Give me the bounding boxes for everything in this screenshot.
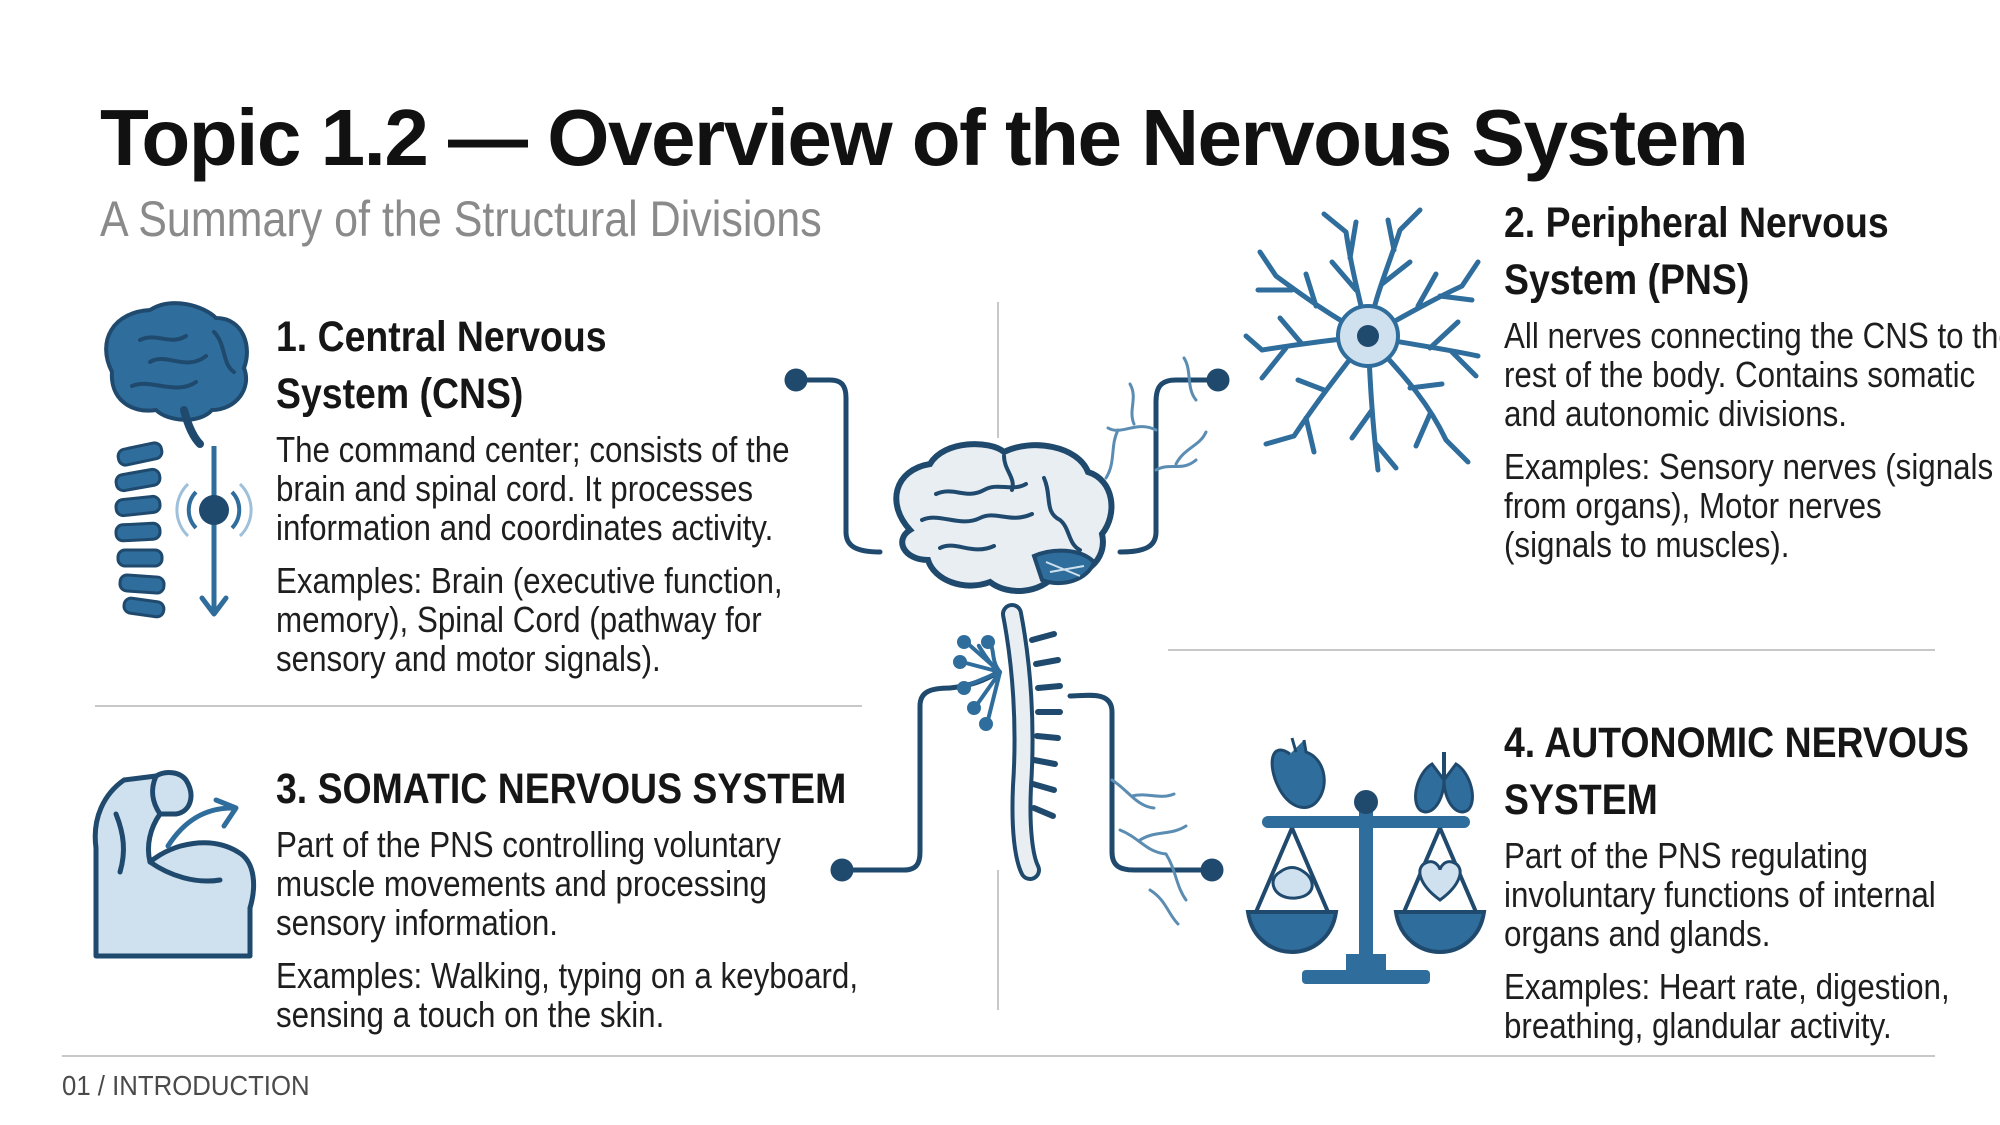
somatic-title: 3. SOMATIC NERVOUS SYSTEM [276,768,945,811]
somatic-nerve-nodes [953,635,995,731]
flexed-arm-icon [92,770,257,959]
section-autonomic: 4. AUTONOMIC NERVOUS SYSTEM Part of the … [1504,722,2000,1046]
autonomic-examples: Examples: Heart rate, digestion, breathi… [1504,967,2000,1045]
autonomic-title-line-2: SYSTEM [1504,776,1658,824]
footer-label: 01 / INTRODUCTION [62,1070,310,1101]
somatic-description: Part of the PNS controlling voluntary mu… [276,825,945,942]
autonomic-example-line-1: Examples: Heart rate, digestion, [1504,966,1950,1007]
autonomic-desc-line-2: involuntary functions of internal [1504,874,1936,915]
pns-examples: Examples: Sensory nerves (signals from o… [1504,447,2000,564]
somatic-example-line-2: sensing a touch on the skin. [276,994,665,1035]
cns-desc-line-3: information and coordinates activity. [276,507,774,548]
pns-title-line-2: System (PNS) [1504,256,1750,304]
connector-pns [1117,377,1221,555]
neuron-icon [1243,207,1481,473]
somatic-examples: Examples: Walking, typing on a keyboard,… [276,956,945,1034]
section-cns: 1. Central Nervous System (CNS) The comm… [276,316,866,679]
cns-title-line-1: 1. Central Nervous [276,313,607,361]
connector-autonomic [1067,692,1215,873]
somatic-desc-line-2: muscle movements and processing [276,863,767,904]
connector-cns [795,377,883,555]
pns-desc-line-1: All nerves connecting the CNS to the [1504,315,2000,356]
somatic-desc-line-1: Part of the PNS controlling voluntary [276,824,781,865]
page-subtitle: A Summary of the Structural Divisions [100,191,822,247]
pns-title: 2. Peripheral Nervous System (PNS) [1504,202,2000,302]
brain-spine-icon [104,301,253,619]
cns-desc-line-2: brain and spinal cord. It processes [276,468,754,509]
cns-title-line-2: System (CNS) [276,370,524,418]
pns-example-line-1: Examples: Sensory nerves (signals [1504,446,1994,487]
somatic-example-line-1: Examples: Walking, typing on a keyboard, [276,955,859,996]
autonomic-desc-line-1: Part of the PNS regulating [1504,835,1868,876]
nerve-branches [1104,356,1208,926]
cns-example-line-2: memory), Spinal Cord (pathway for [276,599,762,640]
somatic-title-line-1: 3. SOMATIC NERVOUS SYSTEM [276,765,847,813]
connector-node-cns [784,368,808,392]
autonomic-desc-line-3: organs and glands. [1504,913,1771,954]
autonomic-example-line-2: breathing, glandular activity. [1504,1005,1892,1046]
pns-example-line-3: (signals to muscles). [1504,524,1790,565]
connector-node-somatic [830,858,854,882]
cns-title: 1. Central Nervous System (CNS) [276,316,866,416]
section-somatic: 3. SOMATIC NERVOUS SYSTEM Part of the PN… [276,768,945,1035]
cns-example-line-1: Examples: Brain (executive function, [276,560,783,601]
page-title: Topic 1.2 — Overview of the Nervous Syst… [100,93,1749,182]
pns-description: All nerves connecting the CNS to the res… [1504,316,2000,433]
cns-desc-line-1: The command center; consists of the [276,429,790,470]
pns-title-line-1: 2. Peripheral Nervous [1504,199,1889,247]
somatic-desc-line-3: sensory information. [276,902,559,943]
cns-example-line-3: sensory and motor signals). [276,638,661,679]
balance-scale-icon [1245,737,1487,984]
cns-examples: Examples: Brain (executive function, mem… [276,561,866,678]
connector-node-pns [1206,368,1230,392]
connector-node-autonomic [1200,858,1224,882]
pns-desc-line-3: and autonomic divisions. [1504,393,1847,434]
pns-example-line-2: from organs), Motor nerves [1504,485,1882,526]
cns-description: The command center; consists of the brai… [276,430,866,547]
autonomic-title: 4. AUTONOMIC NERVOUS SYSTEM [1504,722,2000,822]
central-brain-spinal-cord-icon [893,441,1115,881]
connector-somatic [841,685,953,873]
section-pns: 2. Peripheral Nervous System (PNS) All n… [1504,202,2000,565]
autonomic-description: Part of the PNS regulating involuntary f… [1504,836,2000,953]
divider-lines [62,302,1935,1057]
pns-desc-line-2: rest of the body. Contains somatic [1504,354,1976,395]
autonomic-title-line-1: 4. AUTONOMIC NERVOUS [1504,719,1969,767]
